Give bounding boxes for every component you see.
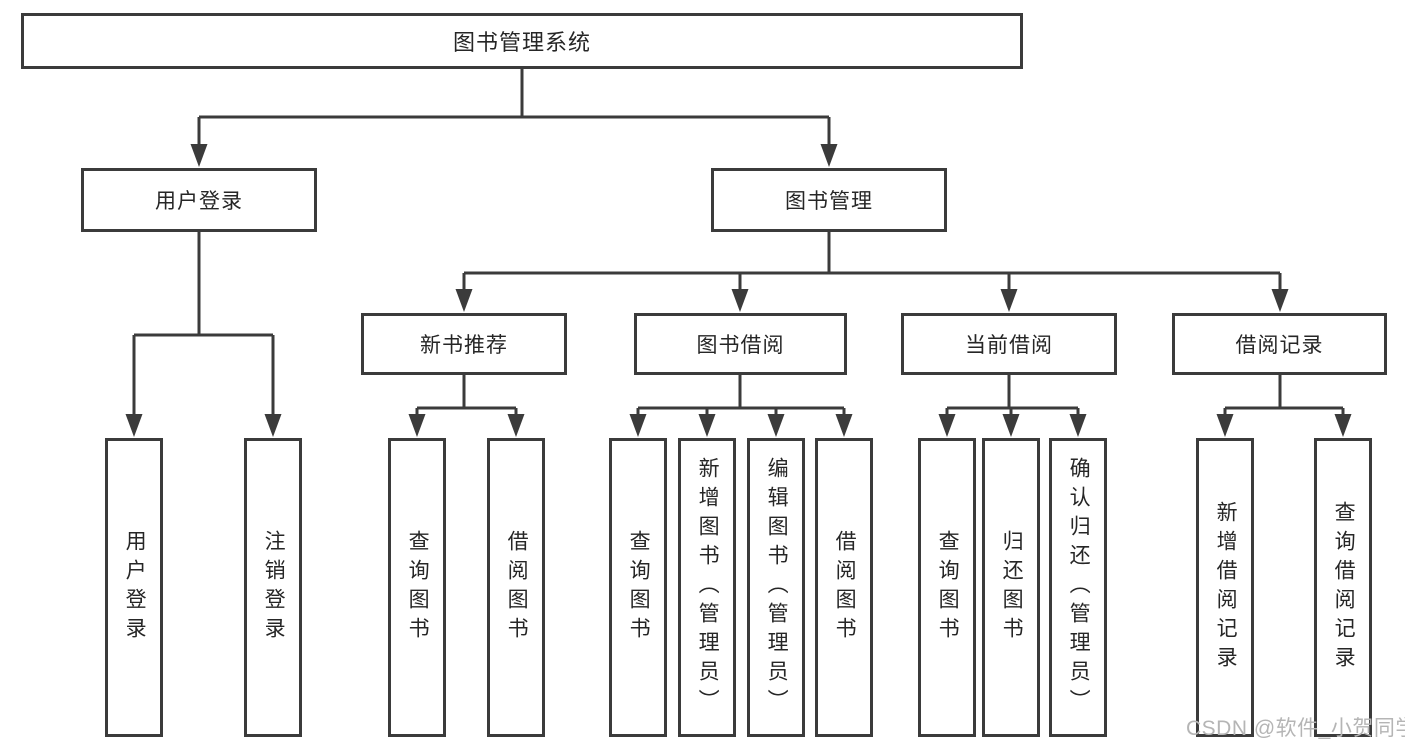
leaf-query-books-current: 查询图书 (918, 438, 976, 737)
leaf-query-borrow-record: 查询借阅记录 (1314, 438, 1372, 737)
node-book-management: 图书管理 (711, 168, 947, 232)
leaf-borrow-books: 借阅图书 (815, 438, 873, 737)
leaf-user-login: 用户登录 (105, 438, 163, 737)
leaf-add-books-admin: 新增图书（管理员） (678, 438, 736, 737)
node-system-root: 图书管理系统 (21, 13, 1023, 69)
node-borrow-records: 借阅记录 (1172, 313, 1387, 375)
csdn-watermark: CSDN @软件_小贺同学 (1186, 717, 1405, 740)
leaf-add-borrow-record: 新增借阅记录 (1196, 438, 1254, 737)
leaf-return-books: 归还图书 (982, 438, 1040, 737)
node-new-book-recommend: 新书推荐 (361, 313, 567, 375)
leaf-confirm-return-admin: 确认归还（管理员） (1049, 438, 1107, 737)
leaf-query-books-recommend: 查询图书 (388, 438, 446, 737)
node-user-login: 用户登录 (81, 168, 317, 232)
leaf-borrow-books-recommend: 借阅图书 (487, 438, 545, 737)
leaf-logout: 注销登录 (244, 438, 302, 737)
node-book-borrow: 图书借阅 (634, 313, 847, 375)
leaf-edit-books-admin: 编辑图书（管理员） (747, 438, 805, 737)
node-current-borrow: 当前借阅 (901, 313, 1117, 375)
leaf-query-books-borrow: 查询图书 (609, 438, 667, 737)
